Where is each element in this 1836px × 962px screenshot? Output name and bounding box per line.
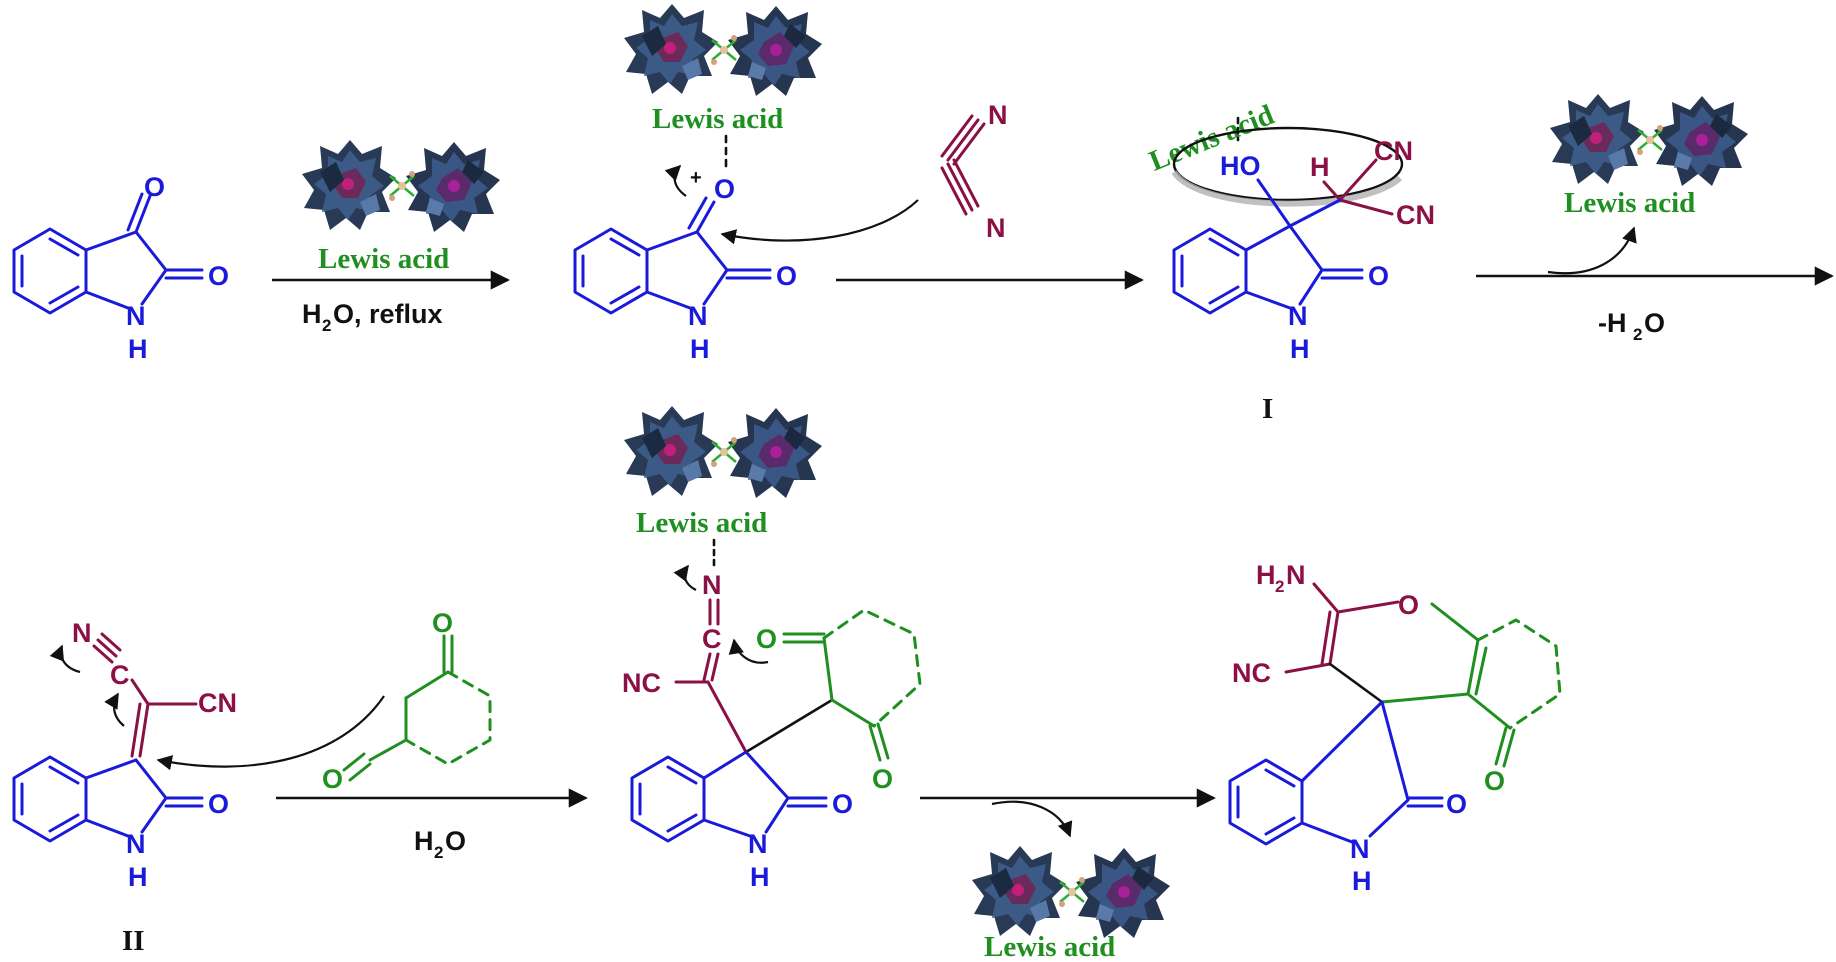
ketenimine-nitrogen: N — [702, 570, 722, 600]
amino-subscript: 2 — [1275, 577, 1284, 596]
mof-catalyst-icon — [300, 138, 502, 234]
intermediate-two-label: II — [122, 925, 145, 957]
amino-group-n: N — [1286, 560, 1306, 590]
water-subscript: 2 — [434, 843, 443, 862]
michael-adduct-molecule: Lewis acid N C NC O O O N H — [622, 404, 922, 892]
cyano-group-upper: CN — [1374, 136, 1413, 166]
product-ketone-oxygen: O — [1484, 766, 1505, 796]
dehydration-label-o: O — [1644, 308, 1665, 338]
alpha-hydrogen: H — [1310, 152, 1330, 182]
reflux-conditions-text: O, reflux — [333, 299, 443, 329]
cyano-group-lower: CN — [1396, 200, 1435, 230]
nh-nitrogen: N — [1288, 301, 1308, 331]
activated-isatin-molecule: Lewis acid O + O N H — [573, 2, 824, 364]
cyano-group-reversed: NC — [1232, 658, 1271, 688]
nh-hydrogen: H — [690, 334, 710, 364]
nh-nitrogen: N — [748, 829, 768, 859]
water-label-o: O — [445, 826, 466, 856]
cyano-group-reversed: NC — [622, 668, 661, 698]
dione-oxygen-bottom: O — [872, 764, 893, 794]
dehydration-subscript: 2 — [1633, 325, 1642, 344]
step-arrow-4: H 2 O — [276, 788, 588, 862]
isatin-molecule: O O N H — [12, 172, 229, 364]
isatin-nh-nitrogen: N — [126, 301, 146, 331]
dione-oxygen-top: O — [432, 608, 453, 638]
nh-hydrogen: H — [1352, 866, 1372, 896]
nh-hydrogen: H — [128, 862, 148, 892]
mof-catalyst-icon — [1548, 92, 1750, 188]
malononitrile-molecule: N N — [720, 100, 1008, 245]
nh-nitrogen: N — [688, 301, 708, 331]
nitrile-carbon: C — [110, 660, 130, 690]
lewis-acid-label: Lewis acid — [1564, 187, 1695, 219]
nitrile-nitrogen: N — [72, 618, 92, 648]
ketenimine-carbon: C — [702, 624, 722, 654]
isatin-nh-hydrogen: H — [128, 334, 148, 364]
intermediate-one-molecule: Lewis acid HO H CN CN O N H I — [1145, 99, 1435, 425]
dione-oxygen-top: O — [756, 624, 777, 654]
mof-catalyst-icon — [622, 404, 824, 500]
amide-oxygen: O — [1368, 261, 1389, 291]
mof-catalyst-icon — [970, 844, 1172, 940]
nh-hydrogen: H — [1290, 334, 1310, 364]
intermediate-one-label: I — [1262, 393, 1273, 425]
step-arrow-1: Lewis acid H 2 O, reflux — [272, 138, 510, 335]
nh-hydrogen: H — [750, 862, 770, 892]
lewis-acid-label: Lewis acid — [984, 931, 1115, 962]
dione-oxygen-bottom: O — [322, 764, 343, 794]
spiro-product-molecule: H 2 N O NC O O N H — [1228, 560, 1562, 896]
oxocarbenium-charge: + — [690, 167, 702, 189]
amino-group-h: H — [1256, 560, 1276, 590]
isatin-ketone-oxygen: O — [144, 172, 165, 202]
nh-nitrogen: N — [1350, 834, 1370, 864]
nh-nitrogen: N — [126, 829, 146, 859]
cyclohexanedione-molecule: O O — [156, 608, 492, 794]
step-arrow-3: Lewis acid -H 2 O — [1476, 92, 1834, 344]
water-label-h: H — [414, 826, 434, 856]
cyano-group: CN — [198, 688, 237, 718]
lewis-acid-label: Lewis acid — [318, 243, 449, 275]
amide-oxygen: O — [832, 789, 853, 819]
amide-oxygen: O — [1446, 789, 1467, 819]
mof-catalyst-icon — [622, 2, 824, 98]
pyran-oxygen: O — [1398, 590, 1419, 620]
amide-oxygen: O — [208, 789, 229, 819]
intermediate-two-molecule: N C CN O N H II — [12, 618, 237, 957]
nitrile-nitrogen-bottom: N — [986, 213, 1006, 243]
dehydration-label-h: -H — [1598, 308, 1627, 338]
amide-oxygen: O — [776, 261, 797, 291]
lewis-acid-label: Lewis acid — [636, 507, 767, 539]
nitrile-nitrogen-top: N — [988, 100, 1008, 130]
step-arrow-5: Lewis acid — [920, 788, 1216, 962]
activated-carbonyl-oxygen: O — [714, 174, 735, 204]
lewis-acid-label: Lewis acid — [652, 103, 783, 135]
reflux-conditions-subscript: 2 — [322, 316, 331, 335]
hydroxyl-group: HO — [1220, 151, 1261, 181]
isatin-amide-oxygen: O — [208, 261, 229, 291]
reflux-conditions-h: H — [302, 299, 322, 329]
